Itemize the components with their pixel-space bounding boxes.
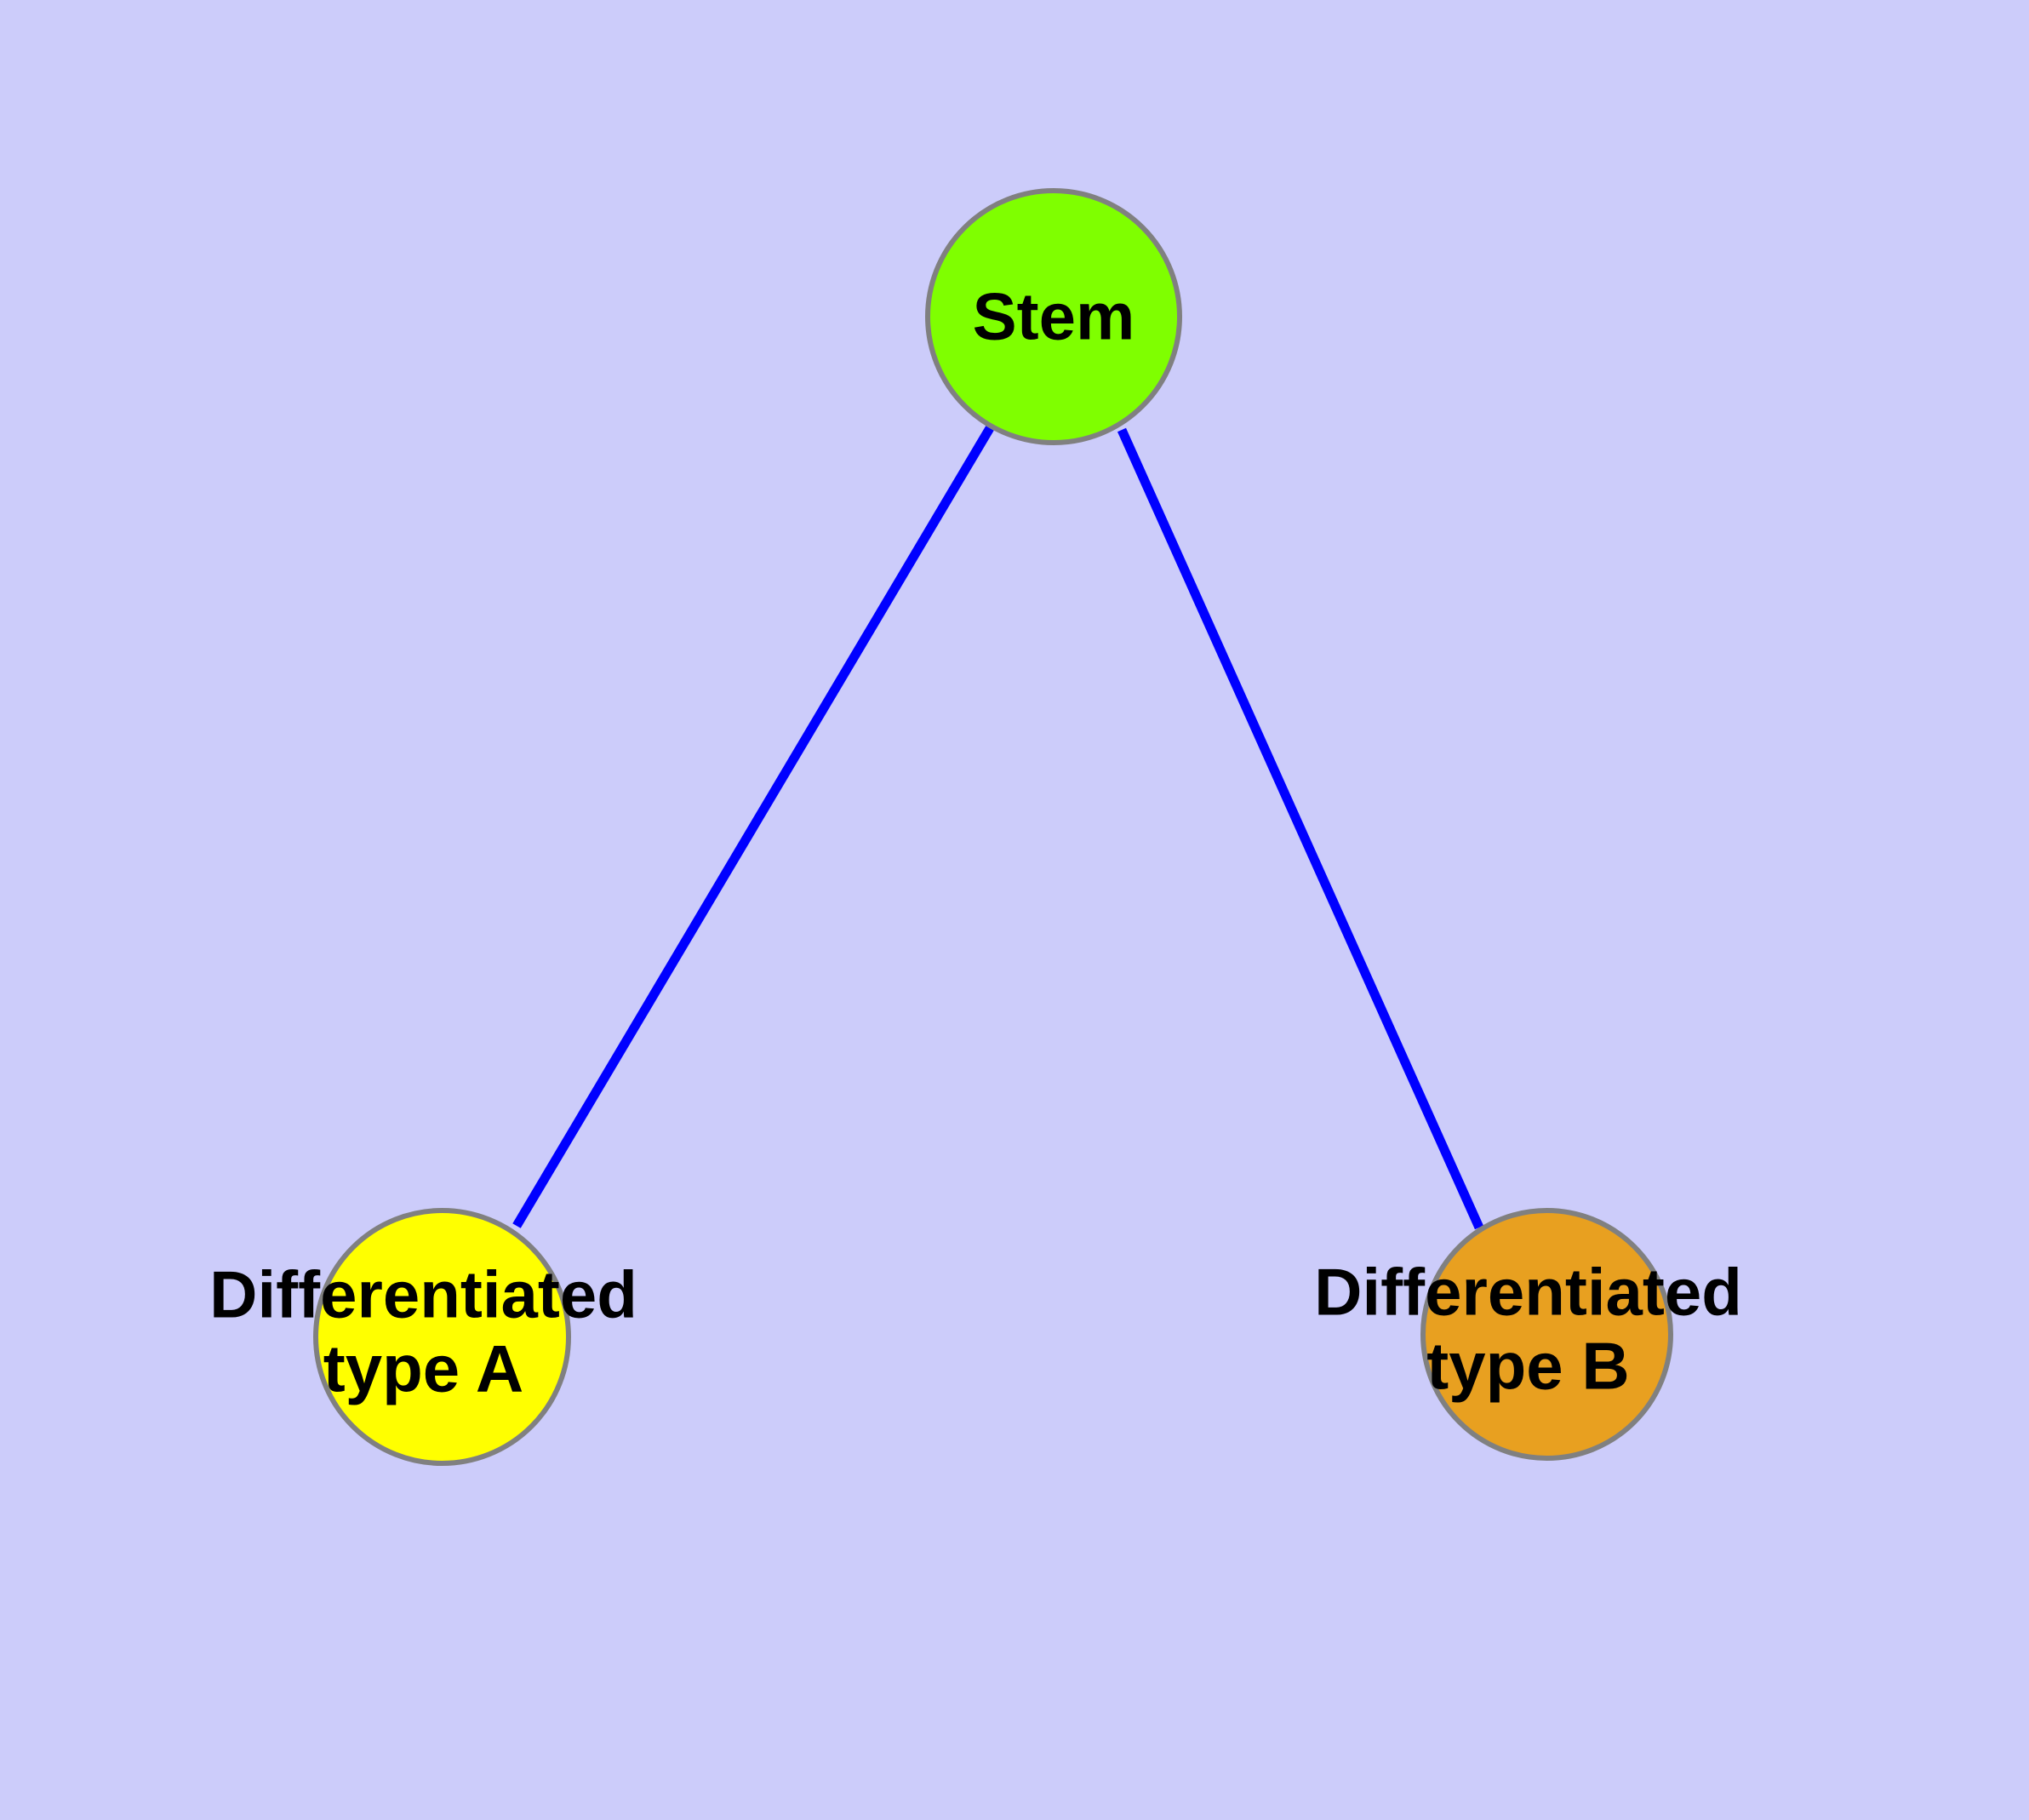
node-differentiated-type-a-label: Differentiated type A [209, 1256, 637, 1406]
edge-stem-to-differentiated-type-a [512, 426, 994, 1228]
node-stem[interactable]: Stem [925, 188, 1182, 445]
edge-stem-to-differentiated-type-b [1117, 427, 1484, 1230]
node-differentiated-type-b-label: Differentiated type B [1314, 1254, 1742, 1404]
node-stem-label: Stem [972, 278, 1135, 354]
node-differentiated-type-b[interactable]: Differentiated type B [1314, 1208, 1742, 1461]
node-differentiated-type-a[interactable]: Differentiated type A [209, 1208, 637, 1466]
